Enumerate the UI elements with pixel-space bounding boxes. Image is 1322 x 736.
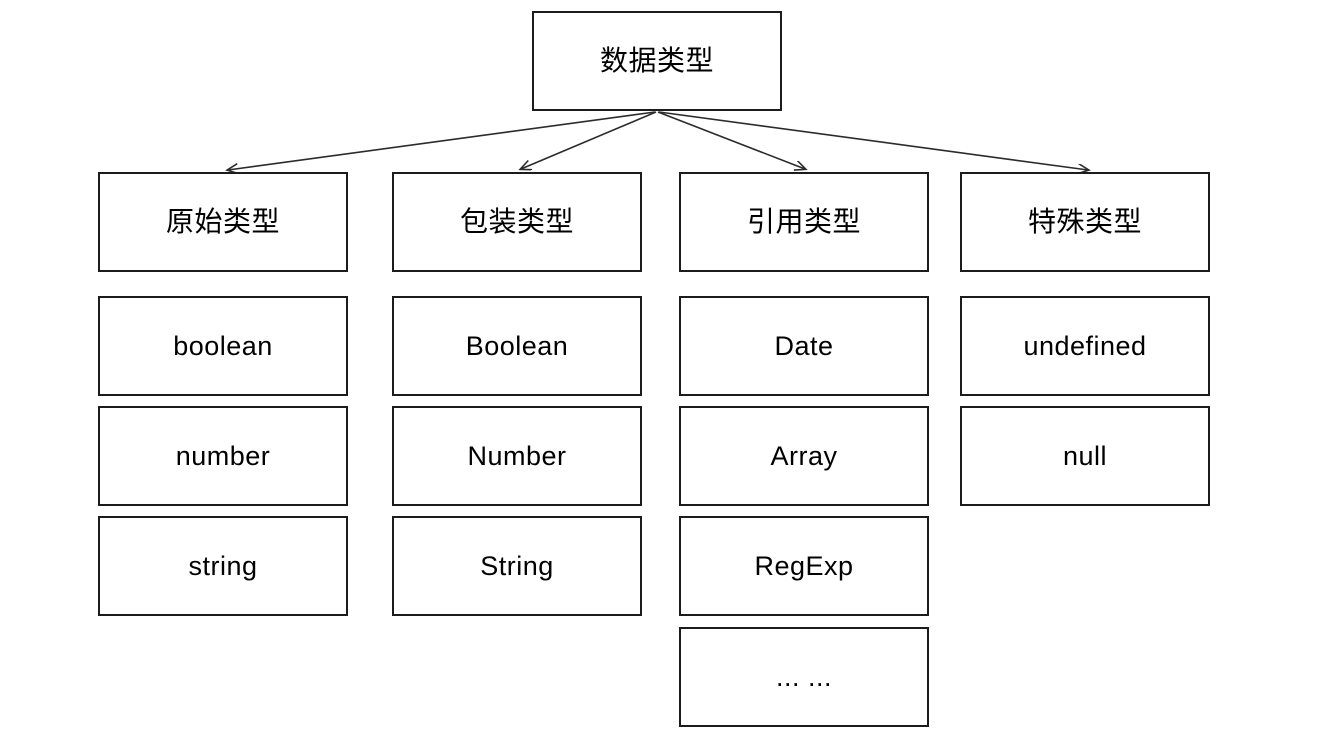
node-regexp: RegExp (679, 516, 929, 616)
arrow-root-to-special (658, 111, 1088, 170)
node-label: ... ... (775, 661, 832, 692)
node-ellipsis: ... ... (679, 627, 929, 727)
arrow-root-to-reference (657, 111, 805, 169)
node-label: Boolean (465, 330, 569, 361)
header-label: 原始类型 (165, 206, 280, 237)
header-primitive-types: 原始类型 (98, 172, 348, 272)
node-date: Date (679, 296, 929, 396)
node-label: boolean (173, 330, 273, 361)
node-label: Date (774, 330, 834, 361)
node-label: undefined (1023, 330, 1147, 361)
node-label: RegExp (754, 550, 854, 581)
node-label: Number (467, 440, 567, 471)
node-label: string (188, 550, 258, 581)
node-label: Array (770, 440, 838, 471)
node-null: null (960, 406, 1210, 506)
node-boolean-wrapper: Boolean (392, 296, 642, 396)
header-label: 包装类型 (459, 206, 574, 237)
node-number-wrapper: Number (392, 406, 642, 506)
arrow-root-to-wrapper (521, 111, 657, 169)
node-label: null (1062, 440, 1108, 471)
header-special-types: 特殊类型 (960, 172, 1210, 272)
node-label: String (480, 550, 554, 581)
node-boolean: boolean (98, 296, 348, 396)
header-label: 特殊类型 (1027, 206, 1142, 237)
node-label: number (175, 440, 271, 471)
root-node-label: 数据类型 (599, 45, 714, 76)
header-label: 引用类型 (746, 206, 861, 237)
node-string: string (98, 516, 348, 616)
node-undefined: undefined (960, 296, 1210, 396)
node-array: Array (679, 406, 929, 506)
node-number: number (98, 406, 348, 506)
header-wrapper-types: 包装类型 (392, 172, 642, 272)
arrow-root-to-primitive (228, 111, 656, 170)
header-reference-types: 引用类型 (679, 172, 929, 272)
node-string-wrapper: String (392, 516, 642, 616)
root-node-data-types: 数据类型 (532, 11, 782, 111)
